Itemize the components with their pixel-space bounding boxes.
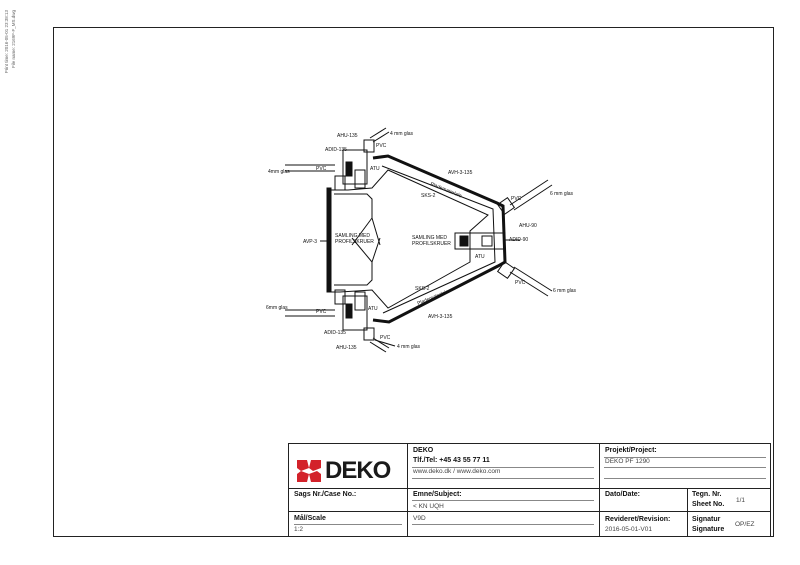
deko-logo-icon xyxy=(297,460,321,482)
deko-logo: DEKO xyxy=(297,457,391,485)
label-glas-right-top: 6 mm glas xyxy=(550,191,574,197)
label-avh-top: AVH-3-135 xyxy=(448,170,473,176)
signature-value: OP/EZ xyxy=(735,521,755,528)
label-sks-top: SKS-2 xyxy=(421,193,436,199)
subject-value: < KN UQH xyxy=(413,503,444,510)
label-glas-4-bottom: 4 mm glas xyxy=(397,344,421,350)
label-pvc-top: PVC xyxy=(376,143,387,149)
logo-text: DEKO xyxy=(325,457,391,484)
label-glas-left-bottom: 6mm glas xyxy=(266,305,288,311)
company-tel: Tlf./Tel: +45 43 55 77 11 xyxy=(413,457,490,464)
revision-value: 2016-05-01-V01 xyxy=(605,526,652,533)
case-label: Sags Nr./Case No.: xyxy=(294,491,357,498)
label-glas-left-top: 4mm glas xyxy=(268,169,290,175)
label-pvc-bottom: PVC xyxy=(380,335,391,341)
scale-label: Mål/Scale xyxy=(294,515,326,522)
label-ahu-bottom: AHU-135 xyxy=(336,345,357,351)
project-value: DEKO PF 1290 xyxy=(605,458,650,465)
label-ahu-90: AHU-90 xyxy=(519,223,537,229)
title-block: DEKO DEKO Tlf./Tel: +45 43 55 77 11 www.… xyxy=(288,443,771,537)
label-adid-bottom: ADID-135 xyxy=(324,330,346,336)
label-samling-left-1: SAMLING MED xyxy=(335,233,370,239)
label-samling-center-1: SAMLING MED xyxy=(412,235,447,241)
label-adid-top: ADID-135 xyxy=(325,147,347,153)
scale-value: 1:2 xyxy=(294,526,304,533)
drawing-no-label: Tegn. Nr. xyxy=(692,491,722,498)
label-ahu-top: AHU-135 xyxy=(337,133,358,139)
label-pvc-right-bottom: PVC xyxy=(515,280,526,286)
label-pvc-right-top: PVC xyxy=(511,196,522,202)
signature-label-1: Signatur xyxy=(692,516,721,523)
revision-label: Revideret/Revision: xyxy=(605,516,671,523)
date-label: Dato/Date: xyxy=(605,491,641,498)
project-label: Projekt/Project: xyxy=(605,447,657,454)
company-name: DEKO xyxy=(413,447,434,454)
label-sks-bottom: SKS-2 xyxy=(415,286,430,292)
label-avh-bottom: AVH-3-135 xyxy=(428,314,453,320)
label-glas-right-bottom: 6 mm glas xyxy=(553,288,577,294)
label-atu-top: ATU xyxy=(370,166,380,172)
label-glas-4-top: 4 mm glas xyxy=(390,131,414,137)
subject-label: Emne/Subject: xyxy=(413,491,462,498)
sheet-label: Sheet No. xyxy=(692,501,725,508)
label-atu-bottom: ATU xyxy=(368,306,378,312)
label-pvc-left-bottom: PVC xyxy=(316,309,327,315)
sheet-value: 1/1 xyxy=(736,497,746,504)
subject-value-2: V9D xyxy=(413,515,426,522)
label-adid-90: ADID-90 xyxy=(509,237,528,243)
company-web: www.deko.dk / www.deko.com xyxy=(413,468,501,475)
label-samling-left-2: PROFILSKRUER xyxy=(335,239,374,245)
label-avp: AVP-3 xyxy=(303,239,317,245)
label-pvc-left-top: PVC xyxy=(316,166,327,172)
label-atu-center: ATU xyxy=(475,254,485,260)
signature-label-2: Signature xyxy=(692,526,725,533)
label-samling-center-2: PROFILSKRUER xyxy=(412,241,451,247)
